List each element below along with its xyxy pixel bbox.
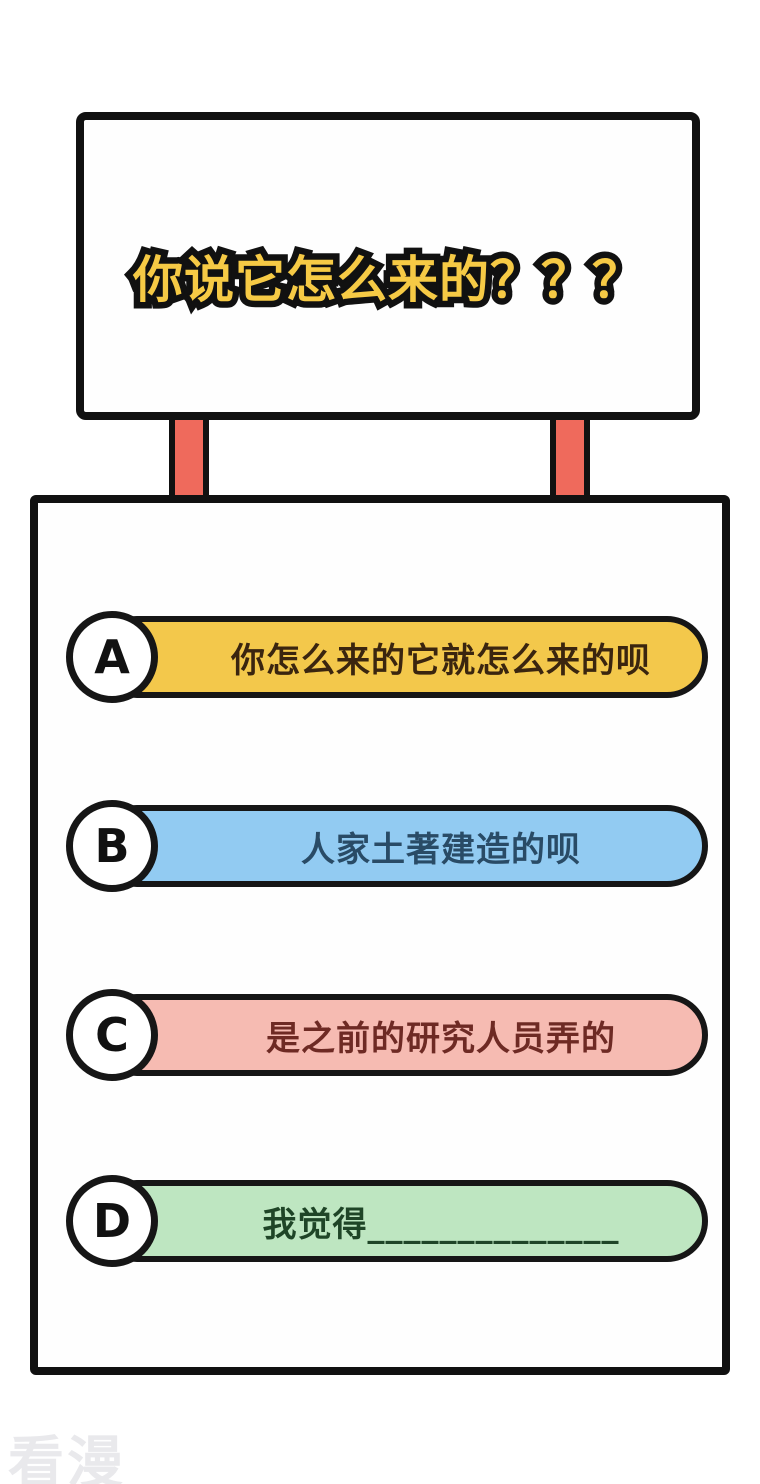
question-title-outline: 你说它怎么来的？？？ (127, 249, 649, 312)
option-a[interactable]: 你怎么来的它就怎么来的呗 A (66, 611, 708, 703)
signpost-left (169, 412, 209, 504)
signpost-right (550, 412, 590, 504)
option-d-letter: D (92, 1194, 132, 1248)
option-c-badge: C (66, 989, 158, 1081)
question-title-text: 你说它怎么来的？？？ (133, 251, 643, 309)
option-c[interactable]: 是之前的研究人员弄的 C (66, 989, 708, 1081)
option-a-letter: A (94, 630, 130, 684)
option-a-label: 你怎么来的它就怎么来的呗 (231, 640, 651, 681)
option-d-badge: D (66, 1175, 158, 1267)
option-c-pill: 是之前的研究人员弄的 (96, 994, 708, 1076)
option-a-badge: A (66, 611, 158, 703)
option-c-letter: C (95, 1008, 129, 1062)
site-watermark: 看漫 (8, 1431, 126, 1484)
option-b-badge: B (66, 800, 158, 892)
option-d-pill: 我觉得______________ (96, 1180, 708, 1262)
option-d-label: 我觉得______________ (262, 1204, 620, 1245)
option-b-letter: B (94, 819, 130, 873)
option-b-label: 人家土著建造的呗 (301, 829, 581, 870)
question-board: 你说它怎么来的？？？ 你说它怎么来的？？？ (76, 112, 700, 420)
option-a-pill: 你怎么来的它就怎么来的呗 (96, 616, 708, 698)
option-c-label: 是之前的研究人员弄的 (266, 1018, 616, 1059)
question-title: 你说它怎么来的？？？ 你说它怎么来的？？？ (127, 249, 649, 312)
option-d[interactable]: 我觉得______________ D (66, 1175, 708, 1267)
option-b[interactable]: 人家土著建造的呗 B (66, 800, 708, 892)
option-b-pill: 人家土著建造的呗 (96, 805, 708, 887)
